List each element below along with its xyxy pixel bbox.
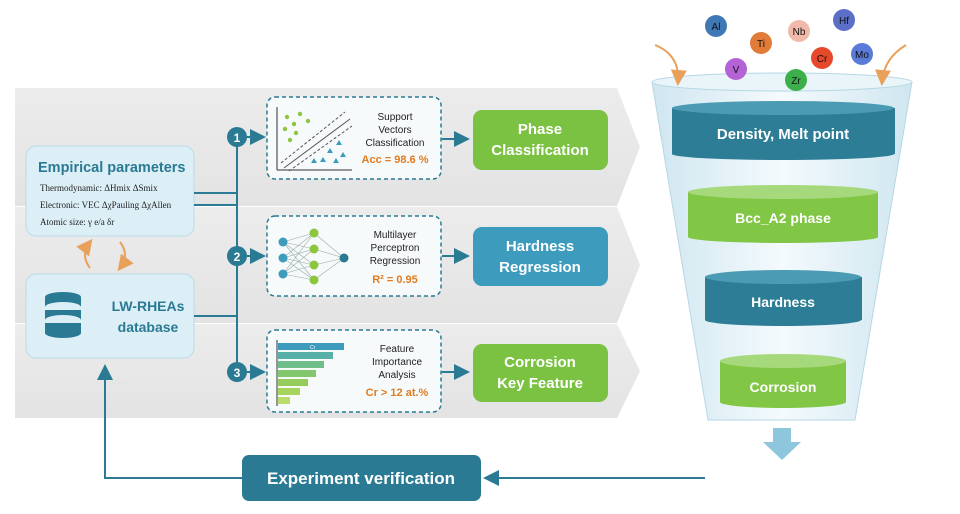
result-2-line-1: Hardness xyxy=(506,238,574,255)
database-box[interactable]: LW-RHEAs database xyxy=(25,273,195,359)
svg-text:Nb: Nb xyxy=(793,27,806,38)
element-mo: Mo xyxy=(851,43,873,65)
result-2-line-2: Regression xyxy=(499,259,581,276)
neural-network-icon xyxy=(278,228,349,285)
svg-text:Mo: Mo xyxy=(855,50,869,61)
database-icon xyxy=(45,292,81,338)
result-phase-classification[interactable]: Phase Classification xyxy=(473,110,608,170)
layer-bcc-label: Bcc_A2 phase xyxy=(735,210,831,226)
fi-metric: Cr > 12 at.% xyxy=(366,387,429,399)
mlp-method-line-2: Perceptron xyxy=(371,243,420,254)
experiment-verification-box[interactable]: Experiment verification xyxy=(242,455,481,501)
fi-method-line-3: Analysis xyxy=(378,370,415,381)
step-3-label: 3 xyxy=(234,366,241,380)
empirical-row-thermo: Thermodynamic: ΔHmix ΔSmix xyxy=(40,183,158,193)
svg-text:Hf: Hf xyxy=(839,16,849,27)
layer-density-label: Density, Melt point xyxy=(717,126,849,143)
empirical-parameters-box[interactable]: Empirical parameters Thermodynamic: ΔHmi… xyxy=(25,145,195,237)
svm-metric: Acc = 98.6 % xyxy=(362,154,429,166)
result-3-line-1: Corrosion xyxy=(504,354,576,371)
experiment-verification-label: Experiment verification xyxy=(267,469,455,488)
database-line-1: LW-RHEAs xyxy=(112,298,185,314)
svg-text:Ti: Ti xyxy=(757,39,765,50)
funnel-layer-density: Density, Melt point xyxy=(672,101,895,160)
result-hardness-regression[interactable]: Hardness Regression xyxy=(473,227,608,286)
layer-hardness-label: Hardness xyxy=(751,294,815,310)
mlp-method-line-1: Multilayer xyxy=(374,230,417,241)
result-1-line-1: Phase xyxy=(518,121,562,138)
funnel-layer-corrosion: Corrosion xyxy=(720,354,846,408)
svg-text:Cr: Cr xyxy=(817,54,828,65)
empirical-row-electronic: Electronic: VEC ΔχPauling ΔχAllen xyxy=(40,200,172,210)
element-al: Al xyxy=(705,15,727,37)
method-box-svm[interactable]: Support Vectors Classification Acc = 98.… xyxy=(266,96,442,180)
fi-method-line-2: Importance xyxy=(372,357,422,368)
step-1-label: 1 xyxy=(234,131,241,145)
element-nb: Nb xyxy=(788,20,810,42)
database-line-2: database xyxy=(118,319,179,335)
result-corrosion-key-feature[interactable]: Corrosion Key Feature xyxy=(473,344,608,402)
funnel-output-arrow xyxy=(763,428,801,460)
svg-text:Al: Al xyxy=(712,22,721,33)
empirical-row-atomic: Atomic size: γ e/a δr xyxy=(40,217,114,227)
element-hf: Hf xyxy=(833,9,855,31)
empirical-title: Empirical parameters xyxy=(38,160,186,176)
svm-method-line-3: Classification xyxy=(366,138,425,149)
step-2-label: 2 xyxy=(234,250,241,264)
element-cr: Cr xyxy=(811,47,833,69)
feature-bar-label-top: Cr xyxy=(310,345,316,351)
svm-method-line-1: Support xyxy=(377,112,412,123)
element-v: V xyxy=(725,58,747,80)
element-bubbles: Al Ti Nb Hf Cr Mo V Zr xyxy=(705,9,873,91)
element-zr: Zr xyxy=(785,69,807,91)
method-box-mlp[interactable]: Multilayer Perceptron Regression R² = 0.… xyxy=(266,215,442,297)
element-ti: Ti xyxy=(750,32,772,54)
feature-importance-bars-icon: Cr xyxy=(276,340,344,406)
result-1-line-2: Classification xyxy=(491,142,589,159)
svg-text:Zr: Zr xyxy=(791,76,801,87)
svm-plot-icon xyxy=(276,107,353,172)
funnel xyxy=(651,72,913,421)
feedback-loop xyxy=(97,364,705,486)
layer-corrosion-label: Corrosion xyxy=(750,379,817,395)
method-box-feature-importance[interactable]: Cr Feature Importance Analysis Cr > 12 a… xyxy=(266,329,442,413)
method-to-result-arrows xyxy=(442,131,470,380)
mlp-metric: R² = 0.95 xyxy=(372,274,418,286)
svm-method-line-2: Vectors xyxy=(378,125,411,136)
orange-arrows xyxy=(76,238,134,272)
funnel-layer-bcc: Bcc_A2 phase xyxy=(688,185,878,243)
result-3-line-2: Key Feature xyxy=(497,375,583,392)
funnel-layer-hardness: Hardness xyxy=(705,270,862,326)
fi-method-line-1: Feature xyxy=(380,344,415,355)
svg-text:V: V xyxy=(733,65,740,76)
mlp-method-line-3: Regression xyxy=(370,256,421,267)
funnel-input-arrows xyxy=(654,44,907,86)
step-circles: 1 2 3 xyxy=(227,127,247,382)
